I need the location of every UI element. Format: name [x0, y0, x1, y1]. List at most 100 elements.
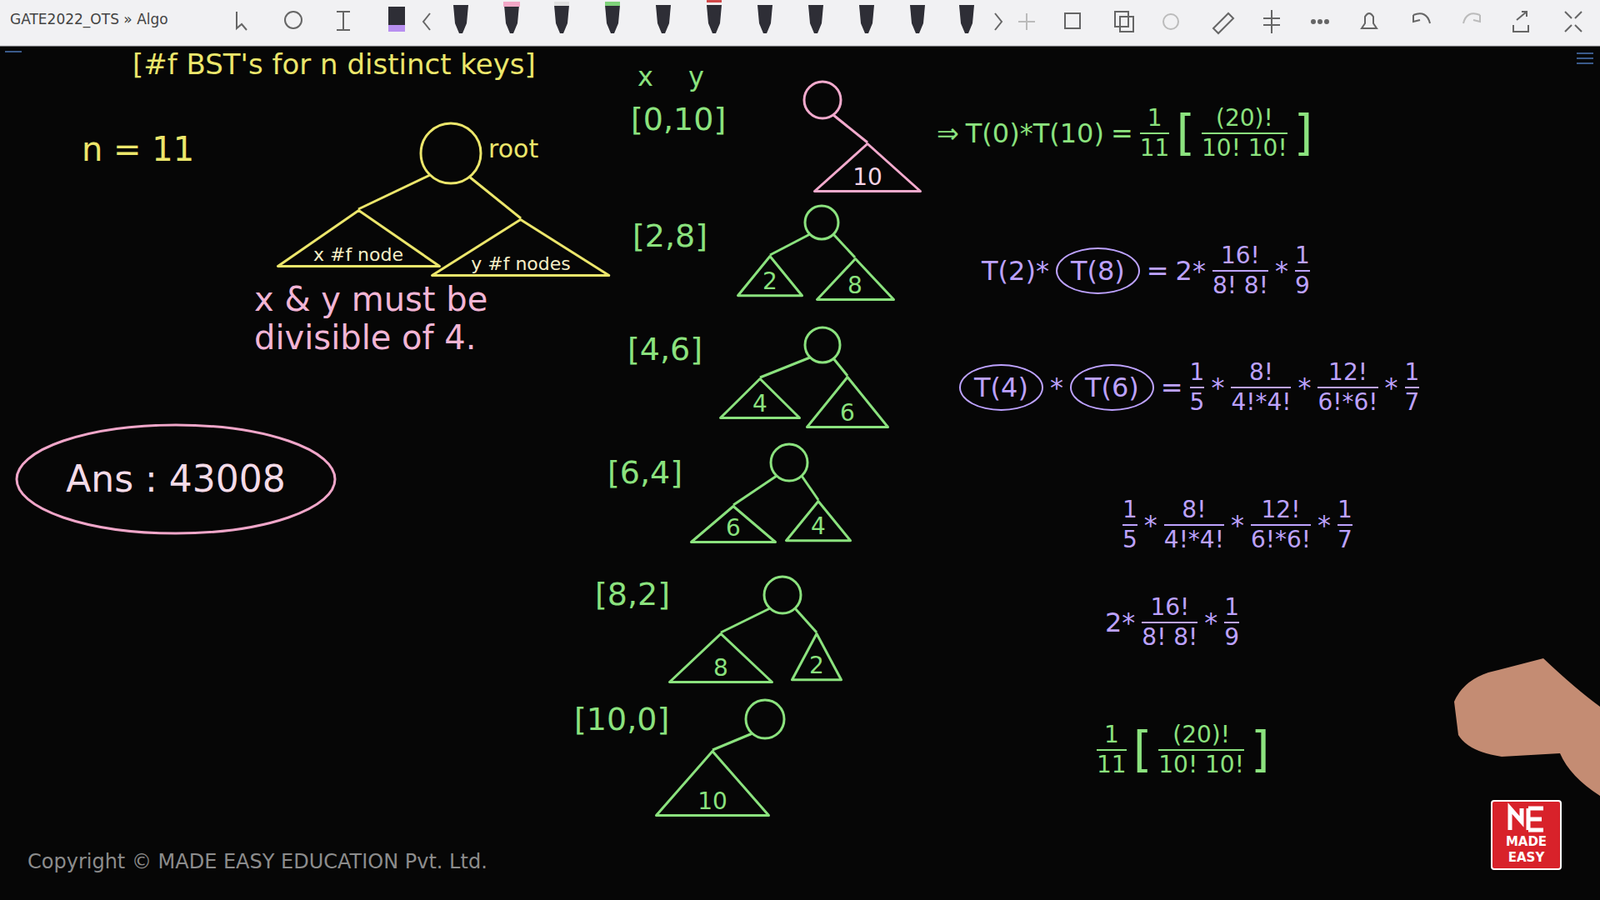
subtree-label: 4 [810, 515, 826, 539]
math-term: 2* [1105, 607, 1135, 639]
fraction: 19 [1295, 242, 1310, 300]
numerator: 16! [1150, 594, 1190, 621]
subtree-triangle: 8 [668, 632, 774, 684]
board-text: y [688, 61, 705, 93]
triangle-shape [670, 634, 773, 683]
subtree-triangle: y #f nodes [430, 218, 610, 277]
fraction-bar [1158, 749, 1245, 752]
fraction-bar [1230, 386, 1291, 390]
fraction: (20)!10! 10! [1158, 721, 1245, 780]
triangle-shape [815, 144, 921, 192]
triangle-shape [807, 377, 889, 428]
triangle-shape [691, 506, 776, 543]
board-text: EASY [1491, 850, 1561, 865]
fraction-bar [1164, 524, 1225, 527]
circled-term: T(4) [959, 364, 1044, 411]
fraction-bar [1337, 524, 1353, 527]
fraction-bar [1096, 749, 1127, 752]
toolbar [0, 0, 1600, 46]
fraction: 19 [1224, 594, 1240, 652]
math-term: * [1204, 607, 1218, 639]
fraction-bar [1141, 621, 1198, 625]
board-text: [10,0] [574, 701, 670, 739]
numerator: 1 [1295, 242, 1310, 270]
logo-symbol [1510, 808, 1544, 830]
triangle-shape [738, 256, 803, 296]
denominator: 10! 10! [1201, 135, 1288, 162]
denominator: 11 [1140, 135, 1170, 162]
subtree-triangle: 2 [736, 255, 804, 297]
fraction: 8! 4!*4! [1230, 359, 1291, 417]
math-term: * [1050, 372, 1064, 404]
denominator: 7 [1405, 389, 1420, 416]
subtree-label: x #f node [313, 245, 404, 265]
fraction: 17 [1405, 359, 1420, 417]
tree-sketches [712, 81, 868, 750]
denominator: 8! 8! [1141, 624, 1198, 651]
board-text: Copyright © MADE EASY EDUCATION Pvt. Ltd… [27, 850, 488, 875]
triangle-shape [432, 220, 610, 276]
answer-ellipse: Ans : 43008 [15, 423, 337, 535]
bracket: ] [1250, 725, 1270, 775]
numerator: 8! [1249, 359, 1274, 386]
numerator: 12! [1261, 496, 1301, 524]
numerator: 1 [1405, 359, 1420, 386]
math-term: * [1317, 510, 1331, 541]
board-text: GATE2022_OTS » Algo [10, 11, 169, 29]
fraction: 12!6!*6! [1250, 496, 1311, 555]
board-text: x [637, 61, 654, 93]
fraction-bar [1405, 386, 1420, 390]
denominator: 9 [1295, 272, 1310, 300]
triangle-shape [786, 501, 851, 541]
math-term: T(2)* [981, 255, 1050, 287]
fraction-bar [1317, 386, 1378, 390]
board-text: [2,8] [632, 218, 708, 255]
board-text: root [488, 135, 539, 165]
fraction-bar [1250, 524, 1311, 527]
triangle-shape [816, 259, 894, 300]
numerator: 1 [1104, 721, 1120, 749]
board-text: x & y must be divisible of 4. [254, 280, 588, 357]
math-term: * [1385, 372, 1399, 404]
circled-term: T(8) [1055, 247, 1140, 295]
subtree-triangle: 6 [805, 375, 890, 429]
equation-row: 111[(20)!10! 10!] [1096, 721, 1270, 780]
fraction: 16! 8! 8! [1141, 594, 1198, 652]
board-text: MADE [1491, 835, 1561, 850]
denominator: 4!*4! [1230, 389, 1291, 416]
pen-icons [453, 0, 975, 34]
triangle-shape [277, 210, 440, 267]
denominator: 6!*6! [1317, 389, 1378, 416]
denominator: 6!*6! [1250, 526, 1311, 554]
fraction: 15 [1122, 496, 1138, 555]
math-term: * [1297, 372, 1311, 404]
ellipse-shape [16, 425, 335, 534]
math-term: T(6) [1085, 374, 1140, 401]
subtree-label: 6 [840, 401, 855, 425]
numerator: 1 [1190, 359, 1205, 386]
numerator: 16! [1220, 242, 1260, 270]
subtree-triangle: 4 [719, 377, 801, 420]
answer-text: Ans : 43008 [65, 459, 286, 500]
denominator: 11 [1096, 751, 1127, 779]
math-term: * [1230, 510, 1245, 541]
subtree-triangle: 4 [785, 500, 852, 542]
fraction-bar [1201, 132, 1288, 135]
subtree-triangle: 8 [815, 257, 895, 301]
bracket: [ [1175, 109, 1195, 158]
equation-row: 15*8!4!*4!*12!6!*6!*17 [1122, 496, 1353, 555]
subtree-label: 2 [809, 654, 825, 678]
numerator: 1 [1224, 594, 1240, 621]
math-term: T(4) [974, 374, 1029, 401]
subtree-triangle: 10 [813, 142, 922, 193]
math-term: 2* [1175, 255, 1206, 287]
numerator: 1 [1147, 105, 1163, 132]
fraction: 12!6!*6! [1317, 359, 1378, 417]
fraction-bar [1122, 524, 1138, 527]
equation-row: T(4)*T(6)=15*8!4!*4!*12!6!*6!*17 [959, 359, 1420, 417]
subtree-triangle: 2 [790, 632, 843, 681]
fraction: 111 [1140, 105, 1170, 163]
board-text: [8,2] [595, 576, 670, 614]
color-swatch [388, 6, 405, 32]
